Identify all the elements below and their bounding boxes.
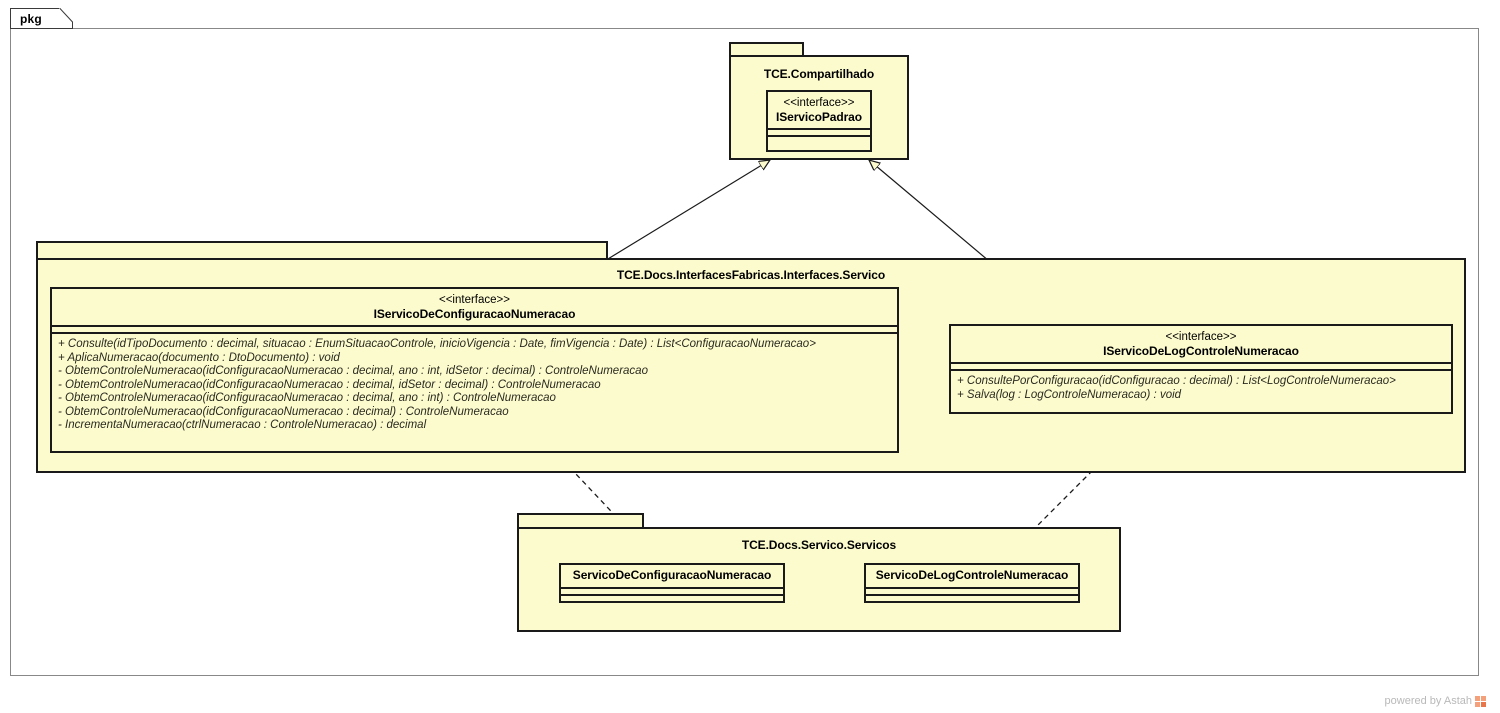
package-tab-servicos [517,513,644,528]
operation-item: + ConsultePorConfiguracao(idConfiguracao… [957,375,1396,387]
package-tab-compartilhado [729,42,804,56]
diagram-frame-tab-corner [59,8,73,29]
operation-item: - ObtemControleNumeracao(idConfiguracaoN… [58,405,509,418]
class-header-iservico-padrao: <<interface>> IServicoPadrao [768,92,870,130]
class-iservico-de-log-controle-numeracao[interactable]: <<interface>> IServicoDeLogControleNumer… [949,324,1453,414]
diagram-frame [10,28,1479,676]
class-iservico-padrao[interactable]: <<interface>> IServicoPadrao [766,90,872,152]
class-operations-compartment-servico-de-log-controle-numeracao [866,596,1078,604]
class-name-iservico-de-configuracao-numeracao: IServicoDeConfiguracaoNumeracao [373,307,576,321]
class-header-iservico-de-configuracao-numeracao: <<interface>> IServicoDeConfiguracaoNume… [52,289,897,327]
class-header-servico-de-configuracao-numeracao: ServicoDeConfiguracaoNumeracao [561,565,783,589]
class-stereotype-iservico-padrao: <<interface>> [783,97,855,109]
class-name-servico-de-log-controle-numeracao: ServicoDeLogControleNumeracao [875,568,1069,582]
class-header-iservico-de-log-controle-numeracao: <<interface>> IServicoDeLogControleNumer… [951,326,1451,364]
class-servico-de-log-controle-numeracao[interactable]: ServicoDeLogControleNumeracao [864,563,1080,603]
diagram-frame-label: pkg [20,12,42,26]
operation-item: - ObtemControleNumeracao(idConfiguracaoN… [58,392,556,404]
watermark-label: powered by Astah [1384,695,1472,707]
class-stereotype-iservico-de-configuracao-numeracao: <<interface>> [439,294,510,306]
class-attributes-compartment-servico-de-log-controle-numeracao [866,589,1078,596]
class-operations-compartment-iservico-de-configuracao-numeracao: + Consulte(idTipoDocumento : decimal, si… [52,334,897,451]
operation-item: - IncrementaNumeracao(ctrlNumeracao : Co… [58,419,427,431]
astah-logo-icon [1475,695,1486,707]
class-name-iservico-de-log-controle-numeracao: IServicoDeLogControleNumeracao [1103,344,1299,358]
class-iservico-de-configuracao-numeracao[interactable]: <<interface>> IServicoDeConfiguracaoNume… [50,287,899,453]
class-operations-compartment-servico-de-configuracao-numeracao [561,596,783,604]
astah-watermark: powered by Astah [1385,695,1486,707]
class-operations-compartment-iservico-de-log-controle-numeracao: + ConsultePorConfiguracao(idConfiguracao… [951,371,1451,412]
package-title-compartilhado: TCE.Compartilhado [763,67,875,81]
operation-item: + AplicaNumeracao(documento : DtoDocumen… [58,351,340,364]
class-name-iservico-padrao: IServicoPadrao [776,110,862,124]
class-attributes-compartment-iservico-padrao [768,130,870,137]
class-stereotype-iservico-de-log-controle-numeracao: <<interface>> [1165,331,1237,343]
operation-item: - ObtemControleNumeracao(idConfiguracaoN… [58,365,648,377]
class-attributes-compartment-iservico-de-log-controle-numeracao [951,364,1451,371]
class-attributes-compartment-iservico-de-configuracao-numeracao [52,327,897,334]
package-title-interfaces-servico: TCE.Docs.InterfacesFabricas.Interfaces.S… [616,268,886,282]
class-name-servico-de-configuracao-numeracao: ServicoDeConfiguracaoNumeracao [572,568,772,582]
package-tab-interfaces-servico [36,241,608,259]
operation-item: + Consulte(idTipoDocumento : decimal, si… [58,338,816,350]
package-title-servicos: TCE.Docs.Servico.Servicos [741,538,897,552]
class-servico-de-configuracao-numeracao[interactable]: ServicoDeConfiguracaoNumeracao [559,563,785,603]
diagram-frame-tab [10,8,60,29]
class-header-servico-de-log-controle-numeracao: ServicoDeLogControleNumeracao [866,565,1078,589]
class-operations-compartment-iservico-padrao [768,137,870,150]
class-attributes-compartment-servico-de-configuracao-numeracao [561,589,783,596]
operation-item: + Salva(log : LogControleNumeracao) : vo… [957,388,1182,401]
operation-item: - ObtemControleNumeracao(idConfiguracaoN… [58,378,601,391]
